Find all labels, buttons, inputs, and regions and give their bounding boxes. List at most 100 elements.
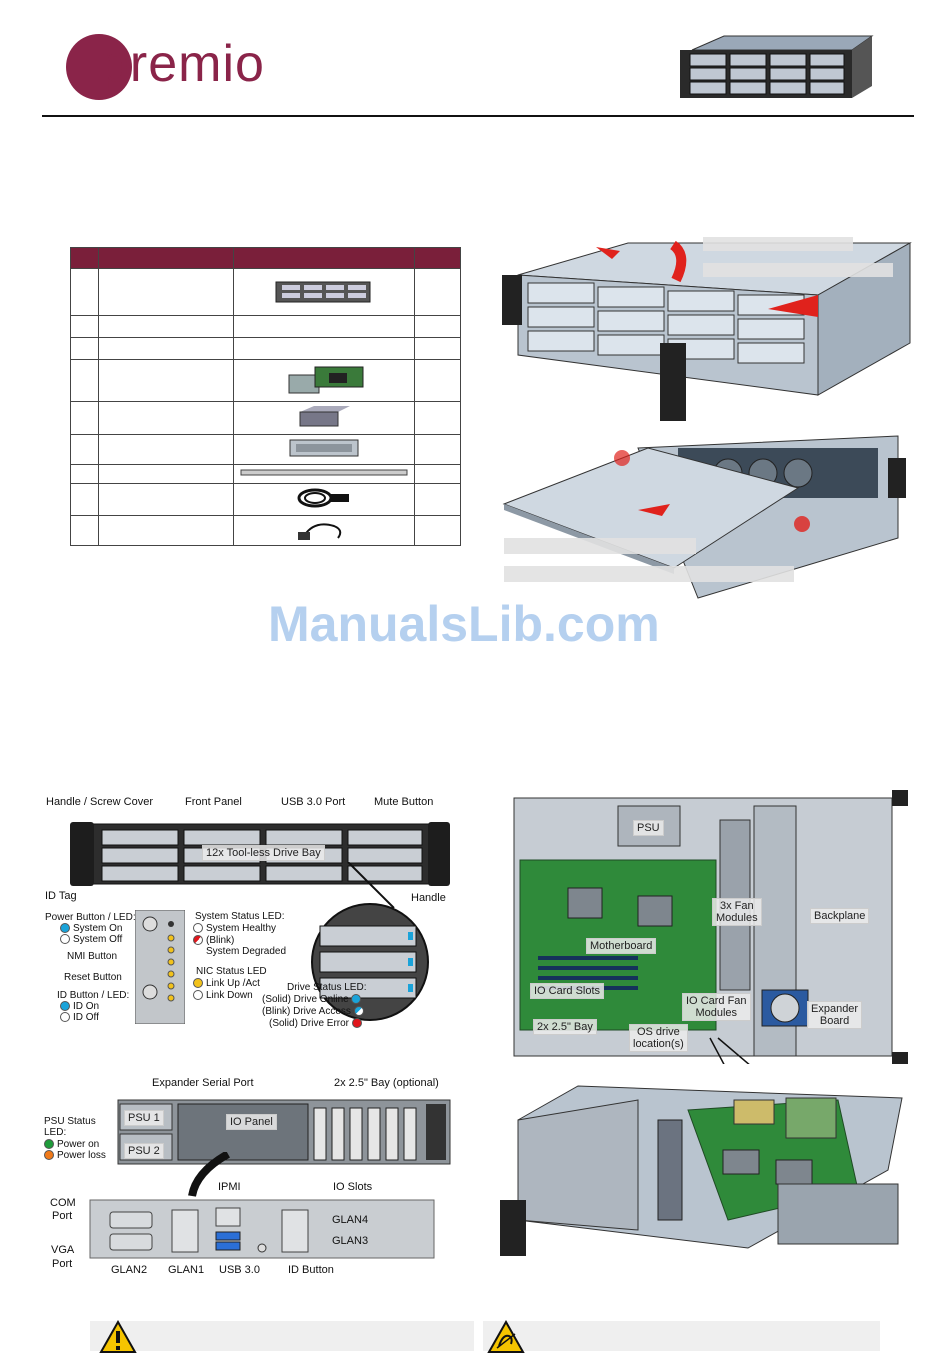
legend-system-healthy: System Healthy — [193, 923, 276, 934]
legend-drive-access: (Blink) Drive Access — [262, 1006, 367, 1017]
legend-drive-online: (Solid) Drive Online — [262, 994, 364, 1005]
server-image — [275, 281, 371, 302]
label-system-status: System Status LED: — [195, 911, 285, 922]
label-id-button-rear: ID Button — [288, 1264, 334, 1276]
legend-link-up: Link Up /Act — [193, 978, 260, 989]
watermark: ManualsLib.com — [268, 596, 660, 652]
logo-circle — [66, 34, 132, 100]
front-panel-illustration — [70, 822, 450, 886]
legend-power-on: Power on — [44, 1139, 99, 1150]
warning-bar-left — [90, 1321, 474, 1351]
drive-tray-image — [289, 439, 359, 457]
table-row — [70, 268, 462, 316]
label-psu-status: PSU Status — [44, 1116, 96, 1127]
label-backplane: Backplane — [810, 908, 870, 924]
label-motherboard: Motherboard — [586, 938, 657, 954]
blue-led-icon — [351, 994, 362, 1005]
server-open-illustration — [502, 435, 906, 599]
off-led-icon — [193, 990, 203, 1001]
label-vga-port-line2: Port — [52, 1258, 73, 1270]
label-com-port-line2: Port — [52, 1210, 73, 1222]
legend-system-on: System On — [60, 923, 122, 934]
label-glan3: GLAN3 — [332, 1235, 369, 1247]
esd-warning-icon — [487, 1320, 525, 1353]
label-reset-button: Reset Button — [64, 972, 122, 983]
io-detail-illustration — [89, 1152, 435, 1259]
label-glan1: GLAN1 — [168, 1264, 205, 1276]
off-led-icon — [60, 934, 70, 945]
label-bay-optional: 2x 2.5" Bay (optional) — [334, 1077, 439, 1089]
label-nic-status: NIC Status LED — [196, 966, 267, 977]
label-usb: USB 3.0 — [219, 1264, 260, 1276]
table-row — [70, 515, 462, 546]
table-row — [70, 464, 462, 484]
warning-bar-right — [483, 1321, 880, 1351]
blue-led-icon — [60, 1001, 70, 1012]
off-led-icon — [193, 923, 203, 934]
label-id-tag: ID Tag — [45, 890, 77, 902]
label-mute-button: Mute Button — [374, 796, 434, 808]
legend-system-off: System Off — [60, 934, 122, 945]
table-row — [70, 483, 462, 516]
label-led: LED: — [44, 1127, 67, 1138]
drive-zoom-illustration — [311, 862, 429, 1021]
server-thumbnail — [680, 35, 874, 98]
serial-cable-image — [297, 523, 342, 540]
label-psu2: PSU 2 — [124, 1143, 164, 1159]
label-handle: Handle — [411, 892, 446, 904]
legend-id-on: ID On — [60, 1001, 99, 1012]
legend-blink: (Blink) — [193, 935, 234, 946]
label-power-button: Power Button / LED: — [45, 912, 136, 923]
warning-triangle-icon — [99, 1320, 137, 1353]
legend-id-off: ID Off — [60, 1012, 99, 1023]
label-expander-serial: Expander Serial Port — [152, 1077, 254, 1089]
power-cord-image — [297, 488, 349, 508]
label-psu-internal: PSU — [633, 820, 664, 836]
table-header-row — [70, 247, 462, 269]
table-row — [70, 359, 462, 402]
label-io-slots: IO Slots — [333, 1181, 373, 1193]
header-divider — [42, 115, 914, 117]
label-glan2: GLAN2 — [111, 1264, 148, 1276]
internal-isometric-illustration — [500, 1085, 903, 1256]
blink-led-icon — [193, 935, 203, 946]
label-front-panel: Front Panel — [185, 796, 242, 808]
green-led-icon — [44, 1139, 54, 1150]
label-io-card-slots: IO Card Slots — [530, 983, 605, 999]
table-row — [70, 434, 462, 465]
table-row — [70, 337, 462, 360]
server-cover-illustration — [502, 237, 912, 421]
riser-card-image — [288, 366, 364, 394]
label-id-button: ID Button / LED: — [57, 990, 130, 1001]
label-psu1: PSU 1 — [124, 1110, 164, 1126]
off-led-icon — [60, 1012, 70, 1023]
label-com-port-line1: COM — [50, 1197, 76, 1209]
red-led-icon — [351, 1018, 362, 1029]
control-panel-illustration — [135, 910, 185, 1024]
label-nmi-button: NMI Button — [67, 951, 118, 962]
table-row — [70, 401, 462, 435]
blue-led-icon — [60, 923, 70, 934]
orange-led-icon — [44, 1150, 54, 1161]
label-drive-bay: 12x Tool-less Drive Bay — [202, 845, 325, 861]
legend-drive-error: (Solid) Drive Error — [269, 1018, 365, 1029]
label-handle-screw-cover: Handle / Screw Cover — [46, 796, 153, 808]
rail-image — [240, 469, 408, 475]
label-io-panel: IO Panel — [226, 1114, 277, 1130]
label-bay-25: 2x 2.5" Bay — [533, 1019, 597, 1035]
label-ipmi: IPMI — [218, 1181, 241, 1193]
label-usb-port: USB 3.0 Port — [281, 796, 346, 808]
table-row — [70, 315, 462, 338]
label-glan4: GLAN4 — [332, 1214, 369, 1226]
legend-link-down: Link Down — [193, 990, 253, 1001]
yellow-led-icon — [193, 978, 203, 989]
module-image — [299, 405, 350, 426]
label-system-degraded: System Degraded — [206, 946, 287, 957]
label-vga-port-line1: VGA — [51, 1244, 75, 1256]
package-contents-table — [70, 247, 462, 546]
blink-led-icon — [353, 1006, 364, 1017]
